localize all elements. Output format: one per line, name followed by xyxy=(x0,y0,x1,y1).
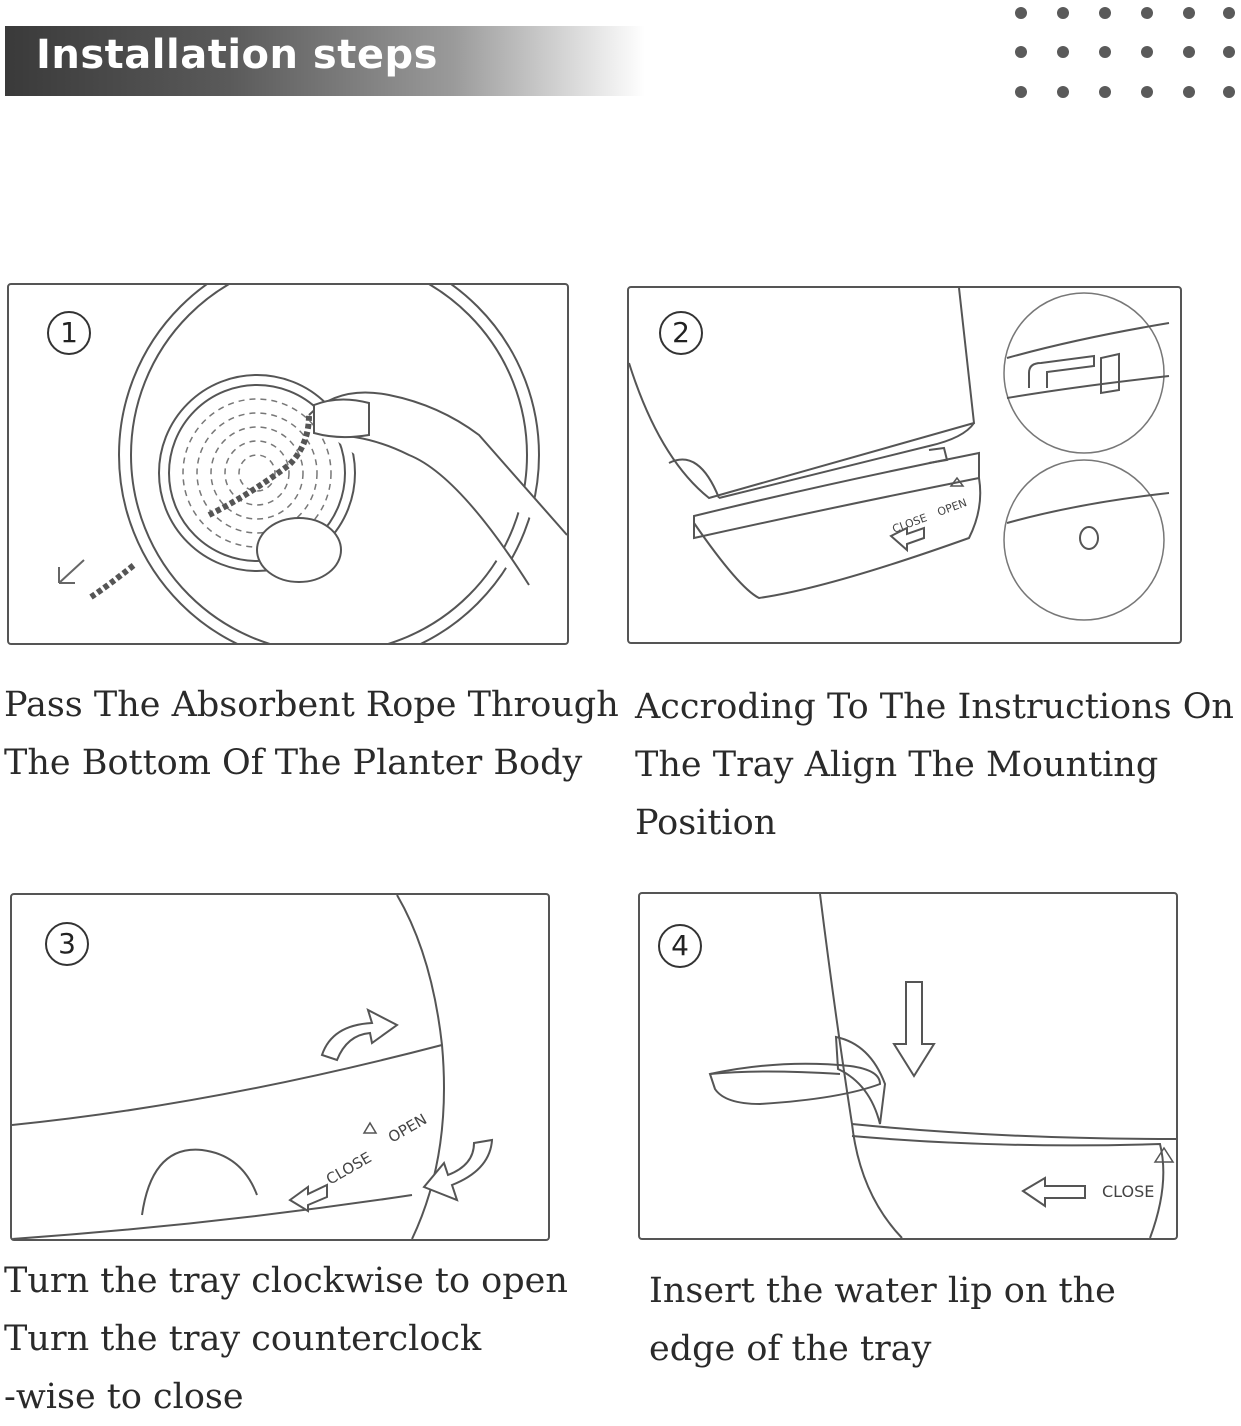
insert-water-lip-illustration: CLOSE xyxy=(708,894,1176,1238)
step-3-number-badge: 3 xyxy=(45,922,89,966)
step-4-number-badge: 4 xyxy=(658,924,702,968)
caption-line: Accroding To The Instructions On xyxy=(635,687,1234,727)
step-4-caption: Insert the water lip on the edge of the … xyxy=(649,1262,1116,1378)
align-tray-illustration: CLOSE OPEN xyxy=(629,288,1170,621)
caption-line: -wise to close xyxy=(4,1377,244,1417)
caption-line: Pass The Absorbent Rope Through xyxy=(4,685,619,725)
step-2-illustration: CLOSE OPEN xyxy=(627,286,1182,644)
caption-line: Turn the tray clockwise to open xyxy=(4,1261,568,1301)
step-3-open-label: OPEN xyxy=(385,1110,430,1146)
caption-line: Insert the water lip on the xyxy=(649,1271,1116,1311)
step-1-illustration xyxy=(7,283,569,645)
step-2-number-badge: 2 xyxy=(659,311,703,355)
step-2-open-label: OPEN xyxy=(936,496,969,519)
decorative-dot-grid xyxy=(1015,7,1235,98)
step-2-caption: Accroding To The Instructions On The Tra… xyxy=(635,678,1234,852)
caption-line: The Tray Align The Mounting xyxy=(635,745,1159,785)
header-banner xyxy=(5,26,645,96)
page-title: Installation steps xyxy=(36,32,438,78)
step-3-close-label: CLOSE xyxy=(323,1148,375,1188)
rope-through-planter-illustration xyxy=(58,285,567,643)
caption-line: edge of the tray xyxy=(649,1329,932,1369)
step-4-illustration: CLOSE xyxy=(638,892,1178,1240)
step-3-illustration: CLOSE OPEN xyxy=(10,893,550,1241)
step-1-caption: Pass The Absorbent Rope Through The Bott… xyxy=(4,676,619,792)
caption-line: Turn the tray counterclock xyxy=(4,1319,482,1359)
caption-line: The Bottom Of The Planter Body xyxy=(4,743,583,783)
turn-tray-illustration: CLOSE OPEN xyxy=(12,895,494,1239)
step-4-close-label: CLOSE xyxy=(1102,1182,1154,1201)
step-3-caption: Turn the tray clockwise to open Turn the… xyxy=(4,1252,568,1426)
step-1-number-badge: 1 xyxy=(47,311,91,355)
caption-line: Position xyxy=(635,803,777,843)
